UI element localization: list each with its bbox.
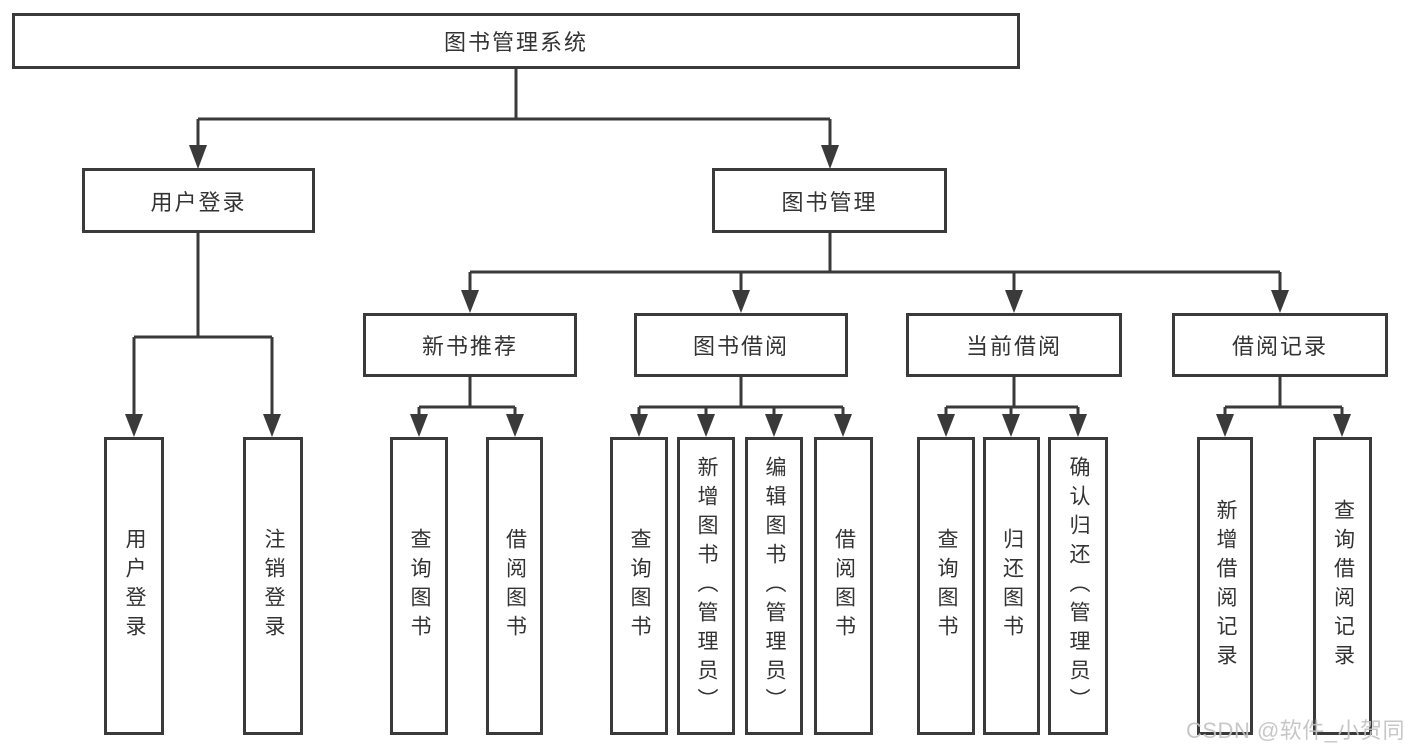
leaf-borrow-books-recommend-label: 借阅图书 [503,528,527,644]
arrowhead-down-icon [1002,414,1020,437]
connector-root-to-level2 [196,69,832,145]
arrowhead-down-icon [630,414,648,437]
node-user-login-label: 用户登录 [150,189,247,215]
leaf-query-books-borrowing-label: 查询图书 [628,528,651,644]
connector-current-borrow-to-leaves [944,377,1080,414]
connector-borrow-records-to-leaves [1223,377,1344,414]
node-book-management: 图书管理 [712,168,947,233]
leaf-query-borrow-record: 查询借阅记录 [1313,437,1372,735]
arrowhead-down-icon [732,290,750,313]
leaf-query-books-current-label: 查询图书 [935,528,958,644]
leaf-borrow-books: 借阅图书 [814,437,873,735]
leaf-logout-label: 注销登录 [262,528,285,644]
leaf-return-books: 归还图书 [983,437,1040,735]
arrowhead-down-icon [1333,414,1351,437]
node-user-login: 用户登录 [82,168,315,233]
arrowhead-down-icon [937,414,955,437]
arrowhead-down-icon [1069,414,1087,437]
leaf-add-borrow-record: 新增借阅记录 [1197,437,1253,735]
leaf-query-books-recommend-label: 查询图书 [408,528,431,644]
leaf-edit-books-admin: 编辑图书（管理员） [745,437,803,735]
leaf-query-borrow-record-label: 查询借阅记录 [1331,499,1355,673]
arrowhead-down-icon [461,290,479,313]
node-new-book-recommend: 新书推荐 [363,313,577,377]
node-new-book-recommend-label: 新书推荐 [421,334,518,359]
arrowhead-down-icon [263,414,281,437]
leaf-user-login: 用户登录 [104,437,164,735]
leaf-add-borrow-record-label: 新增借阅记录 [1214,499,1237,673]
arrowhead-down-icon [1005,290,1023,313]
leaf-logout: 注销登录 [243,437,303,735]
arrowhead-down-icon [697,414,715,437]
connector-book-mgmt-to-level3 [468,233,1282,290]
connector-new-rec-to-leaves [417,377,517,414]
arrowhead-down-icon [834,414,852,437]
arrowhead-down-icon [1216,414,1234,437]
leaf-borrow-books-recommend: 借阅图书 [486,437,543,735]
leaf-add-books-admin-label: 新增图书（管理员） [695,455,718,717]
connector-book-borrow-to-leaves [637,377,845,414]
leaf-confirm-return-admin: 确认归还（管理员） [1048,437,1108,735]
leaf-return-books-label: 归还图书 [1000,528,1024,644]
node-book-borrowing-label: 图书借阅 [692,334,789,359]
connector-user-login-to-leaves [132,233,274,414]
arrowhead-down-icon [765,414,783,437]
leaf-borrow-books-label: 借阅图书 [832,528,856,644]
node-root-library-system: 图书管理系统 [12,13,1020,69]
arrowhead-down-icon [821,145,839,169]
node-book-borrowing: 图书借阅 [634,313,848,377]
arrowhead-down-icon [410,414,428,437]
leaf-query-books-borrowing: 查询图书 [610,437,668,735]
arrowhead-down-icon [125,414,143,437]
leaf-query-books-current: 查询图书 [917,437,975,735]
leaf-user-login-label: 用户登录 [123,528,146,644]
arrowhead-down-icon [189,145,207,169]
leaf-query-books-recommend: 查询图书 [390,437,448,735]
node-borrow-records: 借阅记录 [1172,313,1388,377]
node-current-borrowing: 当前借阅 [906,313,1122,377]
csdn-watermark: CSDN @软件_小贺同学 [1186,718,1405,743]
arrowhead-down-icon [506,414,524,437]
leaf-add-books-admin: 新增图书（管理员） [677,437,735,735]
leaf-edit-books-admin-label: 编辑图书（管理员） [763,455,786,717]
leaf-confirm-return-admin-label: 确认归还（管理员） [1067,455,1090,717]
node-borrow-records-label: 借阅记录 [1231,334,1328,359]
node-book-management-label: 图书管理 [781,189,878,215]
arrowhead-down-icon [1271,290,1289,313]
node-root-label: 图书管理系统 [443,30,588,55]
node-current-borrowing-label: 当前借阅 [965,334,1062,359]
